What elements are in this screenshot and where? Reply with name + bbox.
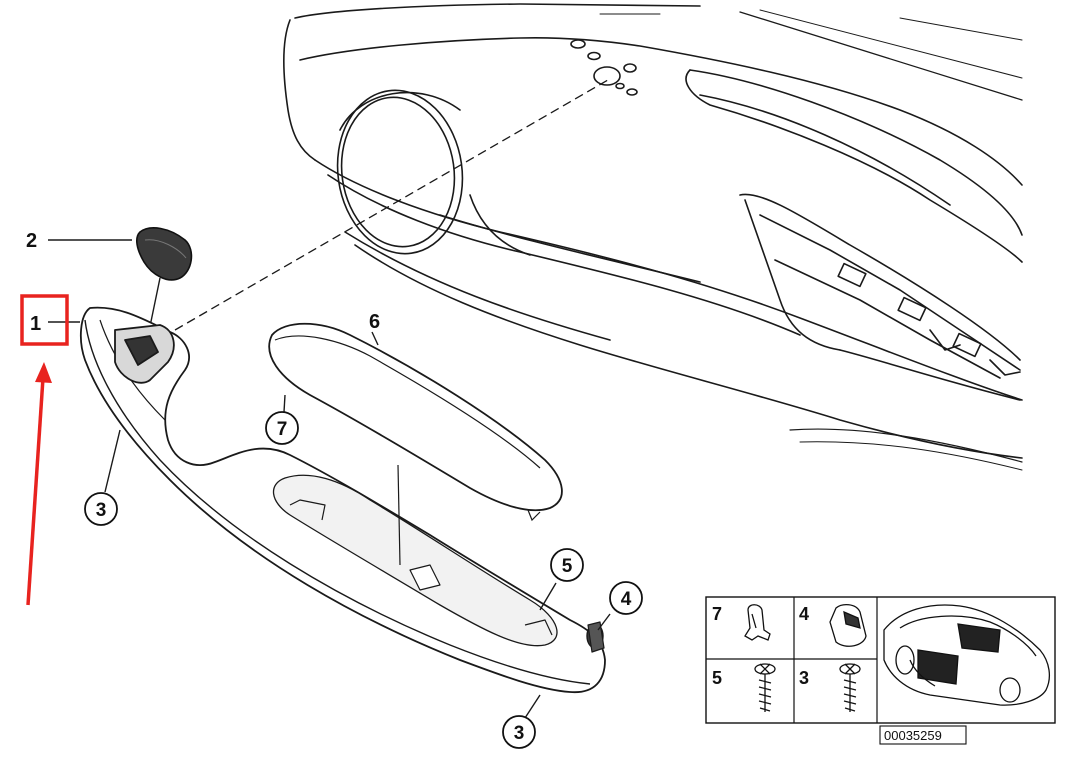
callout-part-3-lower: 3 bbox=[502, 715, 536, 749]
arrow-head-icon bbox=[35, 362, 52, 383]
svg-text:3: 3 bbox=[96, 500, 107, 521]
highlight-annotation bbox=[20, 294, 69, 606]
car-door-location-icon bbox=[883, 604, 1051, 706]
reference-code: 00035259 bbox=[879, 725, 967, 745]
callout-part-2: 2 bbox=[26, 230, 37, 252]
callout-part-4: 4 bbox=[609, 581, 643, 615]
clip-icon bbox=[744, 604, 771, 641]
callout-part-6: 6 bbox=[369, 311, 380, 333]
callout-part-5: 5 bbox=[550, 548, 584, 582]
screw-icon bbox=[754, 663, 776, 712]
callout-part-1: 1 bbox=[30, 313, 41, 335]
svg-text:4: 4 bbox=[621, 589, 632, 610]
highlight-box bbox=[20, 294, 69, 346]
svg-text:7: 7 bbox=[712, 604, 722, 624]
leader-lines bbox=[48, 239, 611, 719]
callout-part-7: 7 bbox=[265, 411, 299, 445]
inset-cell-4: 4 bbox=[799, 604, 867, 647]
inset-legend: 7 4 5 3 bbox=[705, 596, 1056, 724]
svg-text:4: 4 bbox=[799, 604, 809, 624]
armrest-drawing bbox=[79, 306, 606, 693]
svg-text:3: 3 bbox=[799, 668, 809, 688]
door-panel-drawing bbox=[282, 3, 1023, 471]
callout-part-3-upper: 3 bbox=[84, 492, 118, 526]
mounting-dash-line bbox=[174, 79, 609, 331]
svg-text:5: 5 bbox=[562, 556, 573, 577]
svg-text:7: 7 bbox=[277, 419, 288, 440]
screw-icon bbox=[839, 663, 861, 712]
svg-text:00035259: 00035259 bbox=[884, 728, 942, 743]
svg-text:5: 5 bbox=[712, 668, 722, 688]
highlight-arrow bbox=[26, 377, 45, 606]
armrest-pad-drawing bbox=[268, 322, 563, 522]
inset-cell-3: 3 bbox=[799, 663, 861, 712]
inset-cell-7: 7 bbox=[712, 604, 771, 641]
svg-text:3: 3 bbox=[514, 723, 525, 744]
inset-cell-5: 5 bbox=[712, 663, 776, 712]
cap-icon bbox=[829, 604, 867, 647]
